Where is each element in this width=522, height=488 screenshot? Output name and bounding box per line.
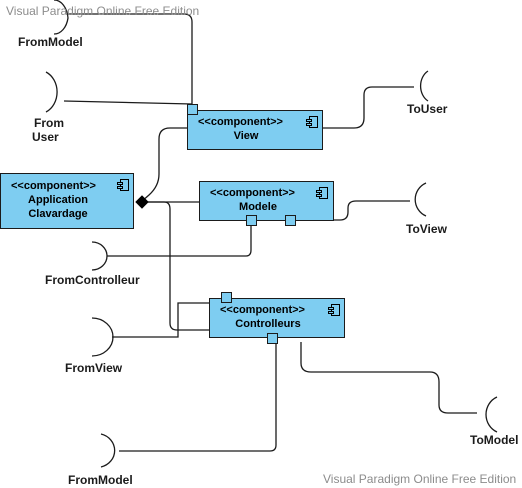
composition-to-controlleurs [148, 201, 209, 331]
label-from-user-line1: From [34, 116, 64, 130]
label-from-model-bottom: FromModel [68, 473, 133, 487]
from-model-top-connector [68, 13, 193, 104]
application-name-line2: Clavardage [28, 208, 88, 220]
label-from-controlleur: FromControlleur [45, 273, 140, 287]
composition-diamond [135, 195, 149, 209]
from-view-socket [91, 317, 114, 357]
to-view-socket [414, 182, 427, 217]
component-icon [306, 116, 318, 128]
view-port[interactable] [187, 104, 198, 115]
from-model-bottom-socket [100, 433, 116, 468]
from-user-socket [45, 71, 58, 113]
application-stereotype: <<component>> [11, 180, 96, 192]
to-model-socket [485, 396, 498, 433]
controlleurs-name: Controlleurs [235, 318, 301, 330]
label-from-view: FromView [65, 361, 123, 375]
application-name-line1: Application [28, 194, 88, 206]
view-stereotype: <<component>> [198, 116, 283, 128]
watermark-bottom: Visual Paradigm Online Free Edition [323, 472, 517, 486]
label-from-user-line2: User [32, 130, 59, 144]
to-view-connector [334, 200, 410, 221]
component-view[interactable]: <<component>> View [187, 110, 323, 150]
controlleurs-port-top[interactable] [221, 292, 232, 303]
modele-name: Modele [239, 201, 277, 213]
from-view-connector [112, 302, 215, 338]
from-model-bottom-connector [119, 342, 277, 452]
label-to-view: ToView [406, 222, 447, 236]
component-icon [328, 304, 340, 316]
label-to-model: ToModel [470, 433, 519, 447]
component-icon [316, 187, 328, 199]
to-user-socket [420, 70, 429, 102]
modele-port-left[interactable] [246, 215, 257, 226]
label-from-model-top: FromModel [18, 35, 83, 49]
to-user-connector [323, 86, 414, 129]
controlleurs-stereotype: <<component>> [220, 304, 305, 316]
from-user-connector [63, 100, 193, 105]
component-controlleurs[interactable]: <<component>> Controlleurs [209, 298, 345, 338]
label-to-user: ToUser [407, 102, 448, 116]
component-modele[interactable]: <<component>> Modele [199, 181, 334, 221]
view-name: View [233, 130, 259, 142]
modele-port-right[interactable] [285, 215, 296, 226]
from-model-top-socket [53, 0, 69, 35]
component-icon [117, 179, 129, 191]
component-application-clavardage[interactable]: <<component>> Application Clavardage [0, 173, 134, 229]
composition-to-view [140, 127, 187, 203]
to-model-connector [300, 342, 477, 414]
modele-stereotype: <<component>> [210, 187, 295, 199]
from-controlleur-connector [107, 226, 252, 257]
controlleurs-port-bottom[interactable] [267, 333, 278, 344]
from-controlleur-socket [91, 241, 108, 271]
watermark-top: Visual Paradigm Online Free Edition [6, 4, 200, 18]
